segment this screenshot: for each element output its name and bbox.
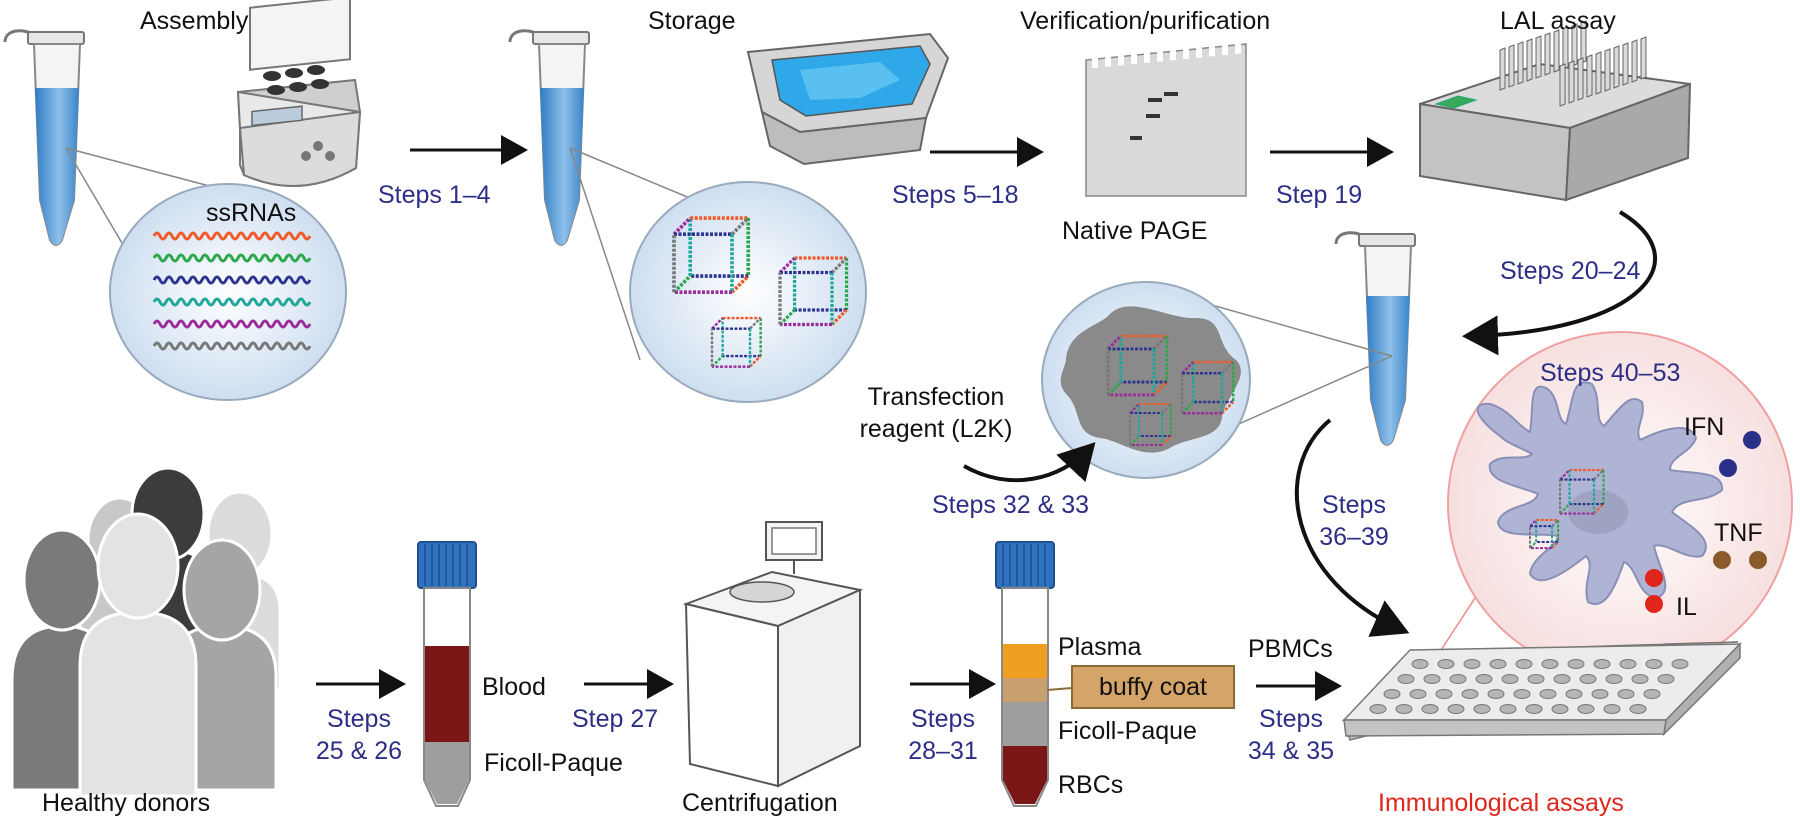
label-il: IL [1676, 593, 1697, 621]
label-steps-1-4: Steps 1–4 [378, 181, 491, 209]
rna-nanocube [672, 216, 751, 295]
label-steps-36-39-a: Steps [1322, 491, 1386, 519]
il-dot [1645, 569, 1663, 587]
label-ficoll-paque-2: Ficoll-Paque [1058, 717, 1197, 745]
label-blood: Blood [482, 673, 546, 701]
label-steps-25-26-a: Steps [327, 705, 391, 733]
zoom-line [65, 147, 133, 261]
label-steps-20-24: Steps 20–24 [1500, 257, 1641, 285]
rna-nanocube [1180, 360, 1235, 415]
label-native-page: Native PAGE [1062, 217, 1208, 245]
tnf-dot [1749, 551, 1767, 569]
label-ssrnas: ssRNAs [206, 199, 297, 227]
rna-cube-bubble [629, 181, 867, 403]
label-buffy-coat: buffy coat [1099, 673, 1207, 701]
ssrna-strand [152, 319, 312, 329]
label-centrifugation: Centrifugation [682, 789, 838, 817]
centrifuge-icon [682, 521, 864, 788]
ssrna-strand [152, 253, 312, 263]
label-assembly: Assembly [140, 7, 249, 35]
tnf-dot [1713, 551, 1731, 569]
label-steps-36-39-b: 36–39 [1319, 523, 1389, 551]
native-page-gel-icon [1085, 43, 1247, 197]
ssrna-bubble [109, 183, 347, 401]
rna-nanocube [778, 256, 849, 327]
lal-assay-machine-icon [1419, 20, 1692, 202]
ifn-dot [1743, 431, 1761, 449]
ssrna-strand [152, 341, 312, 351]
ssrna-strand [152, 297, 312, 307]
label-plasma: Plasma [1058, 633, 1142, 661]
healthy-donors-icon [10, 466, 282, 798]
label-steps-28-31-a: Steps [911, 705, 975, 733]
label-transfection-reagent: reagent (L2K) [859, 415, 1013, 443]
buffy-coat-box [1071, 665, 1235, 709]
well-plate-icon [1341, 641, 1742, 741]
label-lal-assay: LAL assay [1500, 7, 1616, 35]
rna-nanocube [1529, 519, 1560, 550]
rna-nanocube [1129, 403, 1172, 446]
ifn-dot [1719, 459, 1737, 477]
label-step-19: Step 19 [1276, 181, 1363, 209]
rna-nanocubes [672, 216, 849, 368]
label-steps-32-33: Steps 32 & 33 [932, 491, 1090, 519]
heat-block-icon [236, 0, 362, 187]
cytokine-dots [1645, 431, 1767, 613]
label-immunological-assays: Immunological assays [1378, 789, 1624, 817]
assembly-tube [3, 29, 85, 246]
label-rbcs: RBCs [1058, 771, 1124, 799]
separated-blood-tube [995, 541, 1055, 807]
label-steps-25-26-b: 25 & 26 [315, 737, 403, 765]
label-steps-5-18: Steps 5–18 [892, 181, 1019, 209]
label-steps-34-35-b: 34 & 35 [1247, 737, 1335, 765]
ssrna-strand [152, 275, 312, 285]
buffy-connector [1046, 687, 1073, 691]
transfection-tube [1334, 231, 1416, 446]
ssrna-strands [152, 231, 312, 351]
label-steps-40-53: Steps 40–53 [1540, 359, 1681, 387]
label-healthy-donors: Healthy donors [42, 789, 211, 817]
label-pbmcs: PBMCs [1248, 635, 1333, 663]
rna-nanocube [710, 316, 762, 368]
storage-tray-icon [746, 32, 950, 166]
ssrna-strand [152, 231, 312, 241]
label-verification-purification: Verification/purification [1020, 7, 1271, 35]
blood-tube [417, 541, 477, 807]
label-transfection: Transfection [867, 383, 1005, 411]
label-step-27: Step 27 [572, 705, 659, 733]
arrow-steps-20-24 [1462, 210, 1657, 356]
internalized-nanocubes [1529, 468, 1605, 550]
il-dot [1645, 595, 1663, 613]
arrow-steps-36-39 [1295, 418, 1410, 637]
label-steps-28-31-b: 28–31 [908, 737, 978, 765]
transfection-bubble [1041, 281, 1251, 479]
immune-cell-bubble [1447, 331, 1793, 677]
rna-nanocube [1558, 468, 1605, 515]
label-steps-34-35-a: Steps [1259, 705, 1323, 733]
zoom-line [569, 147, 641, 361]
complexed-nanocubes [1106, 334, 1235, 446]
label-storage: Storage [648, 7, 736, 35]
label-ifn: IFN [1684, 413, 1725, 441]
storage-tube [508, 29, 590, 246]
label-tnf: TNF [1714, 519, 1763, 547]
rna-nanocube [1106, 334, 1169, 397]
arrow-steps-32-33 [963, 442, 1096, 483]
label-ficoll-paque-1: Ficoll-Paque [484, 749, 623, 777]
